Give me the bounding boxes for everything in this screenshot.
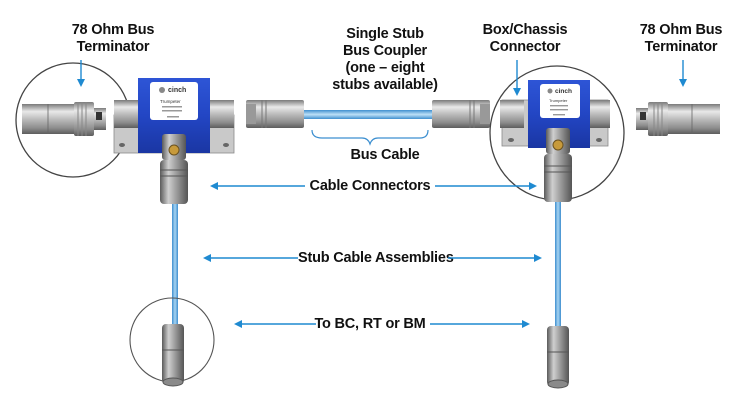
right-stub-cable-assembly bbox=[544, 154, 572, 389]
coupler-label-line1: Single Stub bbox=[346, 26, 424, 42]
right-terminator bbox=[636, 102, 720, 136]
coupler-label: Single Stub Bus Coupler (one – eight stu… bbox=[325, 26, 445, 94]
left-terminator-label-line1: 78 Ohm Bus bbox=[71, 22, 155, 38]
right-terminator-label-line2: Terminator bbox=[644, 39, 718, 55]
right-stub-top-connector bbox=[544, 154, 572, 202]
bus-cable bbox=[304, 110, 432, 119]
right-coupler-model: Trumpeter bbox=[549, 98, 568, 103]
left-stub-top-connector bbox=[160, 160, 188, 204]
right-terminator-body bbox=[668, 104, 720, 134]
cable-connectors-label: Cable Connectors bbox=[309, 178, 431, 194]
coupler-label-line2: Bus Coupler bbox=[343, 43, 427, 59]
left-coupler-brand: cinch bbox=[168, 87, 186, 94]
bus-cable-assembly bbox=[246, 100, 490, 146]
box-chassis-label: Box/Chassis Connector bbox=[480, 22, 570, 56]
left-terminator-label: 78 Ohm Bus Terminator bbox=[68, 22, 158, 56]
right-coupler-brand: cinch bbox=[555, 88, 572, 95]
callout-arrows bbox=[77, 60, 687, 328]
bus-cable-left-plug bbox=[246, 100, 304, 128]
box-chassis-label-line2: Connector bbox=[489, 39, 561, 55]
coupler-label-line4: stubs available) bbox=[332, 77, 438, 93]
stub-cable-assemblies-label: Stub Cable Assemblies bbox=[298, 250, 454, 266]
bus-cable-right-plug bbox=[432, 100, 490, 128]
right-terminator-label: 78 Ohm Bus Terminator bbox=[636, 22, 726, 56]
coupler-label-line3: (one – eight bbox=[345, 60, 425, 76]
left-bus-coupler: cinch Trumpeter bbox=[113, 78, 235, 160]
right-bus-coupler: cinch Trumpeter bbox=[489, 65, 625, 201]
left-stub-cable bbox=[172, 204, 178, 324]
left-terminator bbox=[15, 62, 131, 178]
right-stub-bottom-connector bbox=[547, 326, 569, 386]
left-stub-bottom-connector bbox=[162, 324, 184, 384]
left-terminator-bayonet bbox=[74, 102, 94, 136]
box-chassis-label-line1: Box/Chassis bbox=[482, 22, 568, 38]
left-terminator-label-line2: Terminator bbox=[76, 39, 150, 55]
bus-cable-brace bbox=[311, 129, 429, 146]
left-stub-cable-assembly bbox=[129, 160, 215, 387]
left-coupler-model: Trumpeter bbox=[160, 99, 181, 104]
to-bc-rt-bm-label: To BC, RT or BM bbox=[314, 316, 426, 332]
right-stub-cable bbox=[555, 202, 561, 326]
right-terminator-label-line1: 78 Ohm Bus bbox=[639, 22, 723, 38]
bus-cable-label: Bus Cable bbox=[350, 147, 420, 163]
